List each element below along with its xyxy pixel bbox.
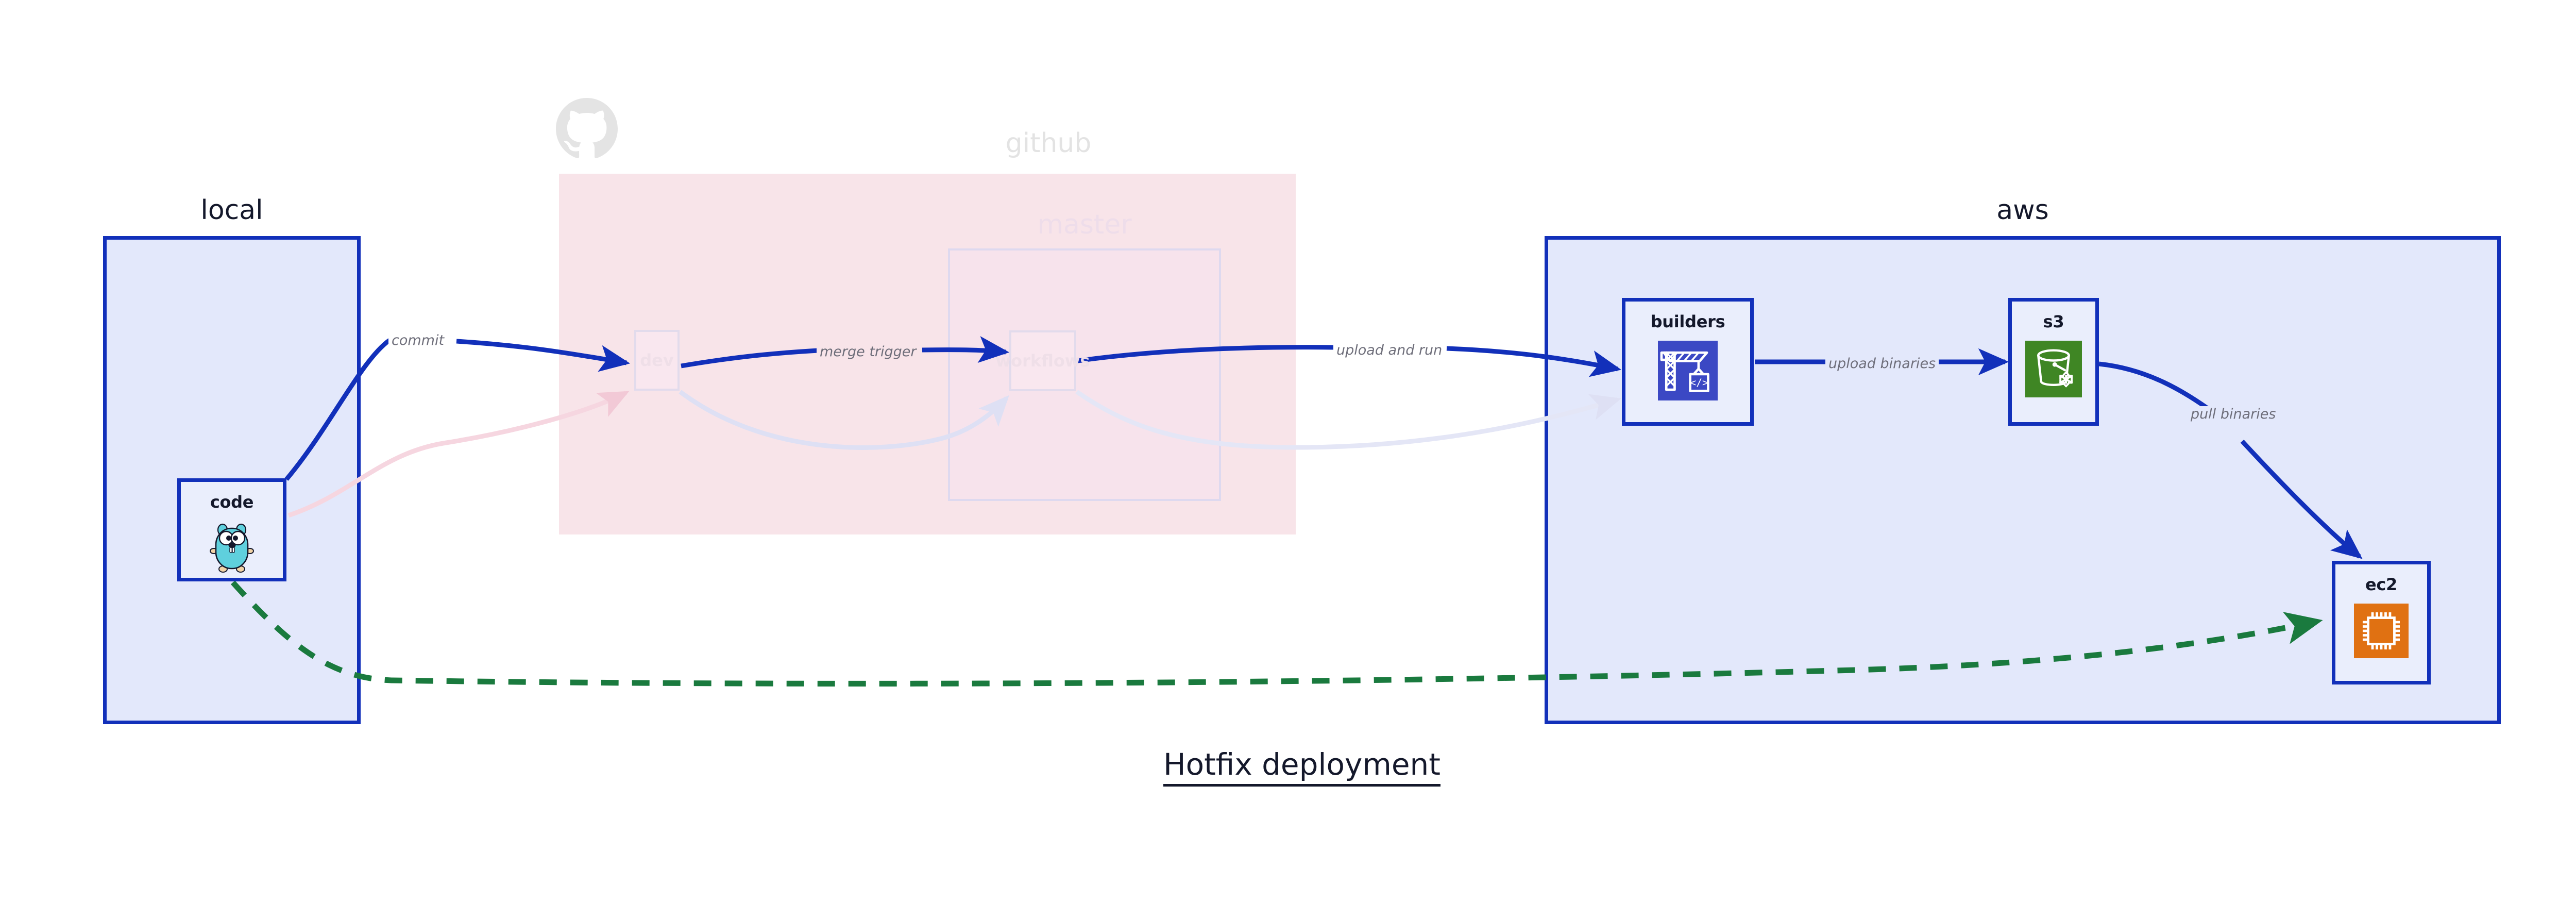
diagram-caption-text: Hotfix deployment [1163,747,1441,787]
node-dev-label: dev [640,350,674,370]
node-builders-label: builders [1650,312,1725,331]
group-master [948,248,1221,501]
node-builders[interactable]: builders </> [1622,298,1754,426]
edge-label-merge-trigger: merge trigger [817,344,920,360]
aws-s3-glacier-bucket-icon [2025,341,2082,399]
go-gopher-icon [210,521,254,575]
node-s3[interactable]: s3 [2008,298,2099,426]
group-github-label: github [1005,128,1092,159]
group-aws-label: aws [1996,195,2049,226]
node-s3-label: s3 [2043,312,2064,331]
node-code-label: code [210,492,254,512]
diagram-caption: Hotfix deployment [0,747,2576,787]
node-ec2-label: ec2 [2365,575,2398,594]
node-workflows-label: workflows [995,351,1090,371]
edge-label-upload-and-run: upload and run [1333,342,1446,358]
node-ec2[interactable]: ec2 [2332,561,2431,684]
edge-label-pull-binaries: pull binaries [2188,406,2279,422]
group-master-label: master [1037,209,1132,240]
svg-text:</>: </> [1690,377,1708,389]
node-code[interactable]: code [177,478,286,581]
edge-label-upload-binaries: upload binaries [1825,356,1939,372]
github-octocat-icon [556,98,618,159]
aws-codebuild-crane-icon: </> [1658,341,1718,403]
node-dev[interactable]: dev [634,330,680,391]
edge-label-commit: commit [388,332,448,348]
group-local-label: local [200,195,263,226]
aws-ec2-chip-icon [2354,604,2409,660]
node-workflows[interactable]: workflows [996,330,1090,391]
